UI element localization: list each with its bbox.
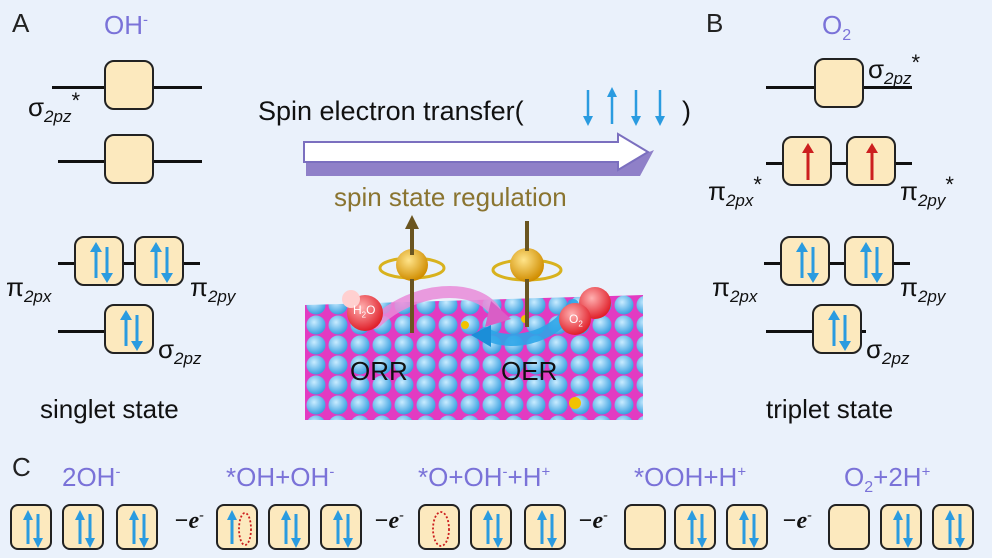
transfer-arrow-icon [303, 132, 654, 176]
paired-orbital-box [932, 504, 974, 550]
orbital-label-sigma-star: σ2pz* [28, 88, 81, 126]
o2-orbital-box-pi-x [780, 236, 830, 286]
paired-orbital-box [470, 504, 512, 550]
paired-spin-arrows-icon [150, 242, 173, 283]
o2-orbital-box-pi-star-x [782, 136, 832, 186]
o2-orbital-label-pi-star-2py: π2py* [900, 172, 954, 210]
catalyst-surface-illustration [305, 215, 643, 420]
o2-orbital-label-sigma-2pz: σ2pz [866, 334, 910, 368]
paired-orbital-box [62, 504, 104, 550]
hole-orbital-box [418, 504, 460, 550]
orbital-box-pi-y [134, 236, 184, 286]
o2-orbital-line-pi-star [766, 162, 912, 165]
orbital-box-sigma-star [104, 60, 154, 110]
step-o2-2h: O2+2H+ [844, 462, 931, 497]
single-spin-up-arrow-icon [802, 143, 814, 180]
single-spin-up-arrow-icon [866, 143, 878, 180]
o2-orbital-box-pi-y [844, 236, 894, 286]
spin-transfer-title: Spin electron transfer( [258, 96, 524, 126]
paired-orbital-box [116, 504, 158, 550]
step-ooh-h: *OOH+H+ [634, 462, 747, 492]
caption-singlet-state: singlet state [40, 394, 179, 424]
paired-spin-arrows-icon [860, 242, 883, 283]
paired-orbital-box [10, 504, 52, 550]
o2-orbital-label-sigma-star: σ2pz* [868, 50, 921, 88]
paired-orbital-box [524, 504, 566, 550]
paired-spin-arrows-icon [796, 242, 819, 283]
step-oh-oh: *OH+OH- [226, 462, 335, 492]
paired-spin-arrows-icon [828, 310, 851, 351]
electron-step-1: −e- [174, 508, 204, 534]
empty-orbital-box [828, 504, 870, 550]
panel-a-label: A [12, 8, 30, 38]
empty-orbital-box [624, 504, 666, 550]
orbital-line-pi [58, 262, 200, 265]
o2-orbital-box-sigma [812, 304, 862, 354]
o2-orbital-box-pi-star-y [846, 136, 896, 186]
o2-orbital-label-pi-2px: π2px [712, 272, 758, 306]
species-oh-minus: OH- [104, 10, 148, 40]
orbital-label-pi-2py: π2py [190, 272, 236, 306]
orbital-box-empty [104, 134, 154, 184]
orr-label: ORR [350, 356, 408, 386]
electron-step-4: −e- [782, 508, 812, 534]
paired-orbital-box [320, 504, 362, 550]
paired-orbital-box [726, 504, 768, 550]
panel-c-label: C [12, 452, 31, 482]
paired-spin-arrows-icon [120, 310, 143, 351]
paired-spin-arrows-icon [90, 242, 113, 283]
species-o2: O2 [822, 10, 852, 45]
electron-step-2: −e- [374, 508, 404, 534]
o2-molecule-label: O2 [569, 312, 583, 329]
panel-b-label: B [706, 8, 724, 38]
orbital-box-pi-x [74, 236, 124, 286]
o2-orbital-line-pi [764, 262, 910, 265]
orbital-label-sigma-2pz: σ2pz [158, 334, 202, 368]
orbital-box-sigma [104, 304, 154, 354]
step-o-oh-h: *O+OH-+H+ [418, 462, 551, 492]
o2-orbital-label-pi-2py: π2py [900, 272, 946, 306]
paired-orbital-box [268, 504, 310, 550]
o2-orbital-label-pi-star-2px: π2px* [708, 172, 762, 210]
caption-triplet-state: triplet state [766, 394, 894, 424]
spin-arrows-icon [583, 87, 665, 126]
paired-orbital-box [880, 504, 922, 550]
orbital-label-pi-2px: π2px [6, 272, 52, 306]
spin-state-regulation-label: spin state regulation [334, 182, 567, 212]
electron-step-3: −e- [578, 508, 608, 534]
h2o-molecule-label: H2O [353, 303, 376, 320]
oer-label: OER [501, 356, 558, 386]
step-2oh: 2OH- [62, 462, 121, 492]
paired-orbital-box [674, 504, 716, 550]
o2-orbital-box-sigma-star [814, 58, 864, 108]
half-filled-orbital-box [216, 504, 258, 550]
spin-transfer-title-close: ) [682, 96, 691, 126]
